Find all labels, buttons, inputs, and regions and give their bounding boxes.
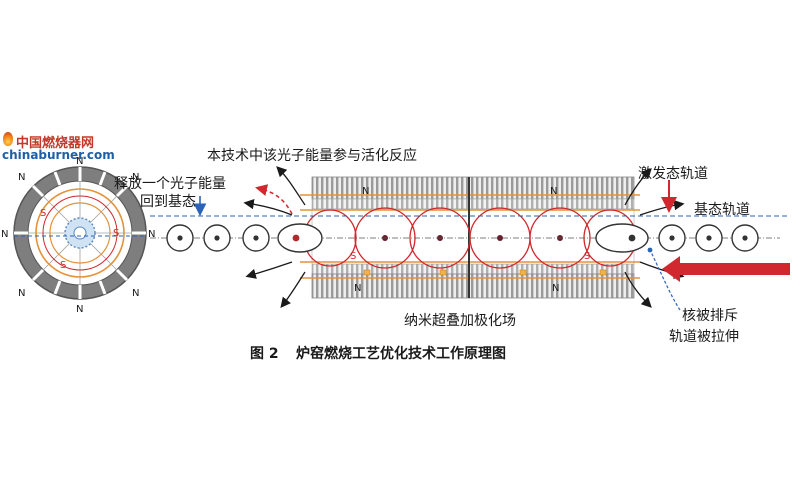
label-ground-orbit: 基态轨道	[694, 201, 750, 218]
circular-magnet	[13, 166, 147, 300]
atom-left-1	[166, 224, 194, 252]
atom-right-3	[731, 224, 759, 252]
pole-n-tl: N	[18, 172, 25, 183]
atom-right-1	[658, 224, 686, 252]
labels: 本技术中该光子能量参与活化反应 释放一个光子能量 回到基态 激发态轨道 基态轨道…	[114, 147, 750, 345]
atom-stretched-right	[595, 223, 649, 253]
atom-left-2	[203, 224, 231, 252]
pole-s-m1: S	[350, 251, 356, 262]
label-reaction: 本技术中该光子能量参与活化反应	[207, 147, 417, 164]
pole-n-left: N	[1, 229, 8, 240]
linear-magnet	[300, 176, 640, 299]
pole-n-m1: N	[362, 186, 369, 197]
flame-icon	[3, 132, 13, 146]
label-release-2: 回到基态	[140, 193, 196, 210]
pole-s-c2: S	[113, 228, 119, 239]
pole-s-c3: S	[60, 260, 66, 271]
pole-n-m2: N	[550, 186, 557, 197]
atom-left-3	[242, 224, 270, 252]
photon-release-arrow	[255, 184, 293, 215]
big-red-arrow	[662, 256, 790, 282]
watermark-text-en: chinaburner.com	[2, 148, 115, 162]
label-release-1: 释放一个光子能量	[114, 176, 226, 192]
figure-caption: 图 2 炉窑燃烧工艺优化技术工作原理图	[250, 345, 506, 362]
pole-n-bl: N	[18, 288, 25, 299]
label-nano-field: 纳米超叠加极化场	[404, 313, 516, 329]
pole-n-br: N	[132, 288, 139, 299]
caption-number: 图 2	[250, 346, 279, 362]
watermark-logo: 中国燃烧器网 chinaburner.com	[2, 132, 115, 166]
pole-n-bottom: N	[76, 304, 83, 315]
pole-n-m4: N	[552, 283, 559, 294]
label-excited-orbit: 激发态轨道	[638, 165, 708, 182]
nucleus-pointer	[649, 249, 681, 311]
label-nucleus-1: 核被排斥	[682, 308, 738, 324]
watermark-text-cn: 中国燃烧器网	[16, 136, 95, 151]
caption-title: 炉窑燃烧工艺优化技术工作原理图	[296, 345, 506, 362]
pole-n-tr: N	[132, 172, 139, 183]
pole-n-m3: N	[354, 283, 361, 294]
pole-n-right: N	[148, 229, 155, 240]
atoms	[166, 223, 759, 253]
pole-s-m2: S	[584, 251, 590, 262]
atom-right-2	[695, 224, 723, 252]
pole-n-top: N	[76, 156, 83, 167]
label-nucleus-2: 轨道被拉伸	[669, 329, 739, 345]
atom-stretched-left	[277, 223, 323, 253]
pole-s-c1: S	[40, 208, 46, 219]
pole-labels: N N N N N N N N S S S N N N N S S	[1, 156, 590, 315]
